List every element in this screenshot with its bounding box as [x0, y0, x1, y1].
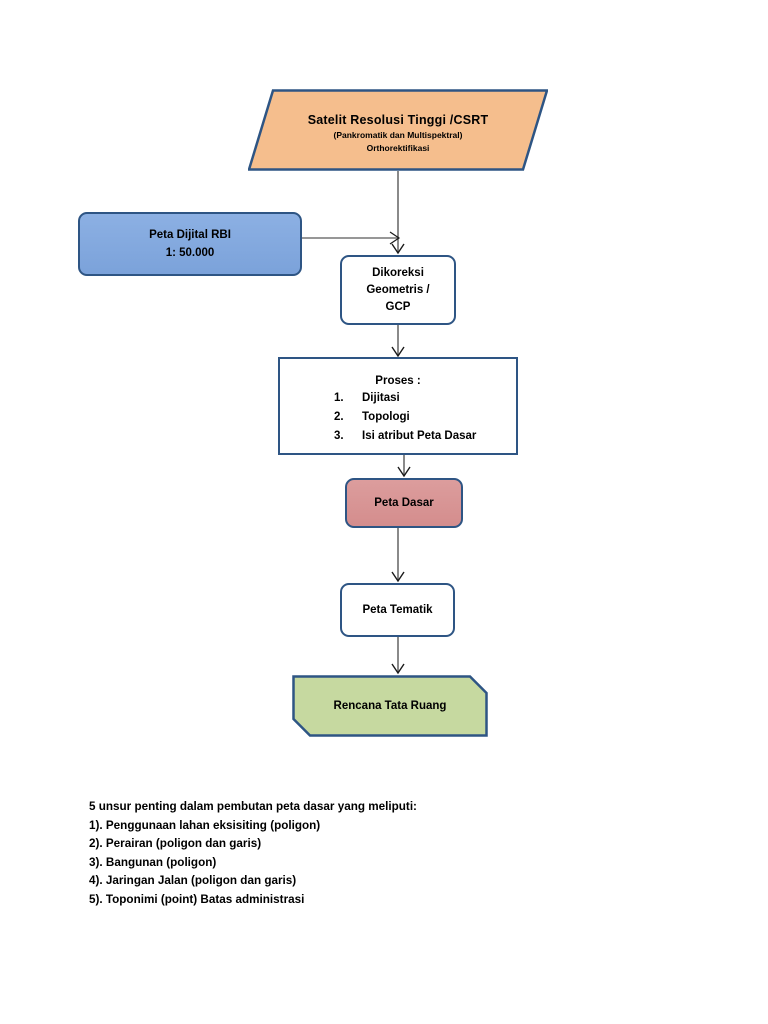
- proses-list-item: 2. Topologi: [334, 408, 516, 427]
- proses-item-number: 1.: [334, 392, 344, 404]
- node-proses[interactable]: Proses : 1. Dijitasi 2. Topologi 3. Isi atr…: [278, 357, 518, 455]
- satelit-subtitle-2: Orthorektifikasi: [366, 142, 430, 153]
- arrow-gcp-to-proses: [391, 325, 405, 358]
- satelit-subtitle-1: (Pankromatik dan Multispektral): [333, 129, 463, 140]
- rencana-tata-ruang-label: Rencana Tata Ruang: [333, 700, 447, 712]
- proses-list: 1. Dijitasi 2. Topologi 3. Isi atribut Peta…: [280, 389, 516, 446]
- hexagon-shape: [292, 675, 488, 737]
- notes-block: 5 unsur penting dalam pembutan peta dasa…: [89, 798, 549, 910]
- notes-line: 5). Toponimi (point) Batas administrasi: [89, 892, 305, 906]
- proses-item-label: Dijitasi: [362, 392, 400, 404]
- node-dikoreksi-geometris-gcp[interactable]: Dikoreksi Geometris / GCP: [340, 255, 456, 325]
- notes-line: 2). Perairan (poligon dan garis): [89, 837, 262, 851]
- gcp-label-2: Geometris /: [366, 283, 430, 296]
- peta-tematik-label: Peta Tematik: [362, 604, 433, 616]
- rbi-label-2: 1: 50.000: [165, 247, 215, 259]
- gcp-label-1: Dikoreksi: [372, 266, 424, 279]
- node-satelit-resolusi-tinggi[interactable]: Satelit Resolusi Tinggi /CSRT (Pankromat…: [248, 89, 548, 171]
- notes-heading: 5 unsur penting dalam pembutan peta dasa…: [89, 800, 417, 813]
- node-peta-dijital-rbi[interactable]: Peta Dijital RBI 1: 50.000: [78, 212, 302, 276]
- rbi-label-1: Peta Dijital RBI: [149, 229, 231, 241]
- notes-line: 1). Penggunaan lahan eksisiting (poligon…: [89, 818, 321, 832]
- node-rencana-tata-ruang[interactable]: Rencana Tata Ruang: [292, 675, 488, 737]
- node-peta-dasar[interactable]: Peta Dasar: [345, 478, 463, 528]
- notes-line: 4). Jaringan Jalan (poligon dan garis): [89, 874, 297, 888]
- parallelogram-shape: [248, 89, 548, 171]
- proses-item-number: 2.: [334, 411, 344, 423]
- proses-title: Proses :: [375, 375, 421, 387]
- proses-item-label: Topologi: [362, 411, 410, 423]
- gcp-label-3: GCP: [385, 300, 411, 313]
- arrow-satellite-to-gcp: [391, 171, 405, 255]
- peta-dasar-label: Peta Dasar: [374, 497, 434, 509]
- proses-list-item: 1. Dijitasi: [334, 389, 516, 408]
- arrow-peta-tematik-to-rencana: [391, 637, 405, 675]
- proses-item-number: 3.: [334, 430, 344, 442]
- satelit-title: Satelit Resolusi Tinggi /CSRT: [307, 112, 489, 127]
- notes-line: 3). Bangunan (poligon): [89, 855, 217, 869]
- arrow-proses-to-peta-dasar: [397, 455, 411, 478]
- arrow-rbi-to-gcp: [302, 231, 401, 245]
- node-peta-tematik[interactable]: Peta Tematik: [340, 583, 455, 637]
- proses-list-item: 3. Isi atribut Peta Dasar: [334, 427, 516, 446]
- arrow-peta-dasar-to-peta-tematik: [391, 528, 405, 583]
- proses-item-label: Isi atribut Peta Dasar: [362, 430, 477, 442]
